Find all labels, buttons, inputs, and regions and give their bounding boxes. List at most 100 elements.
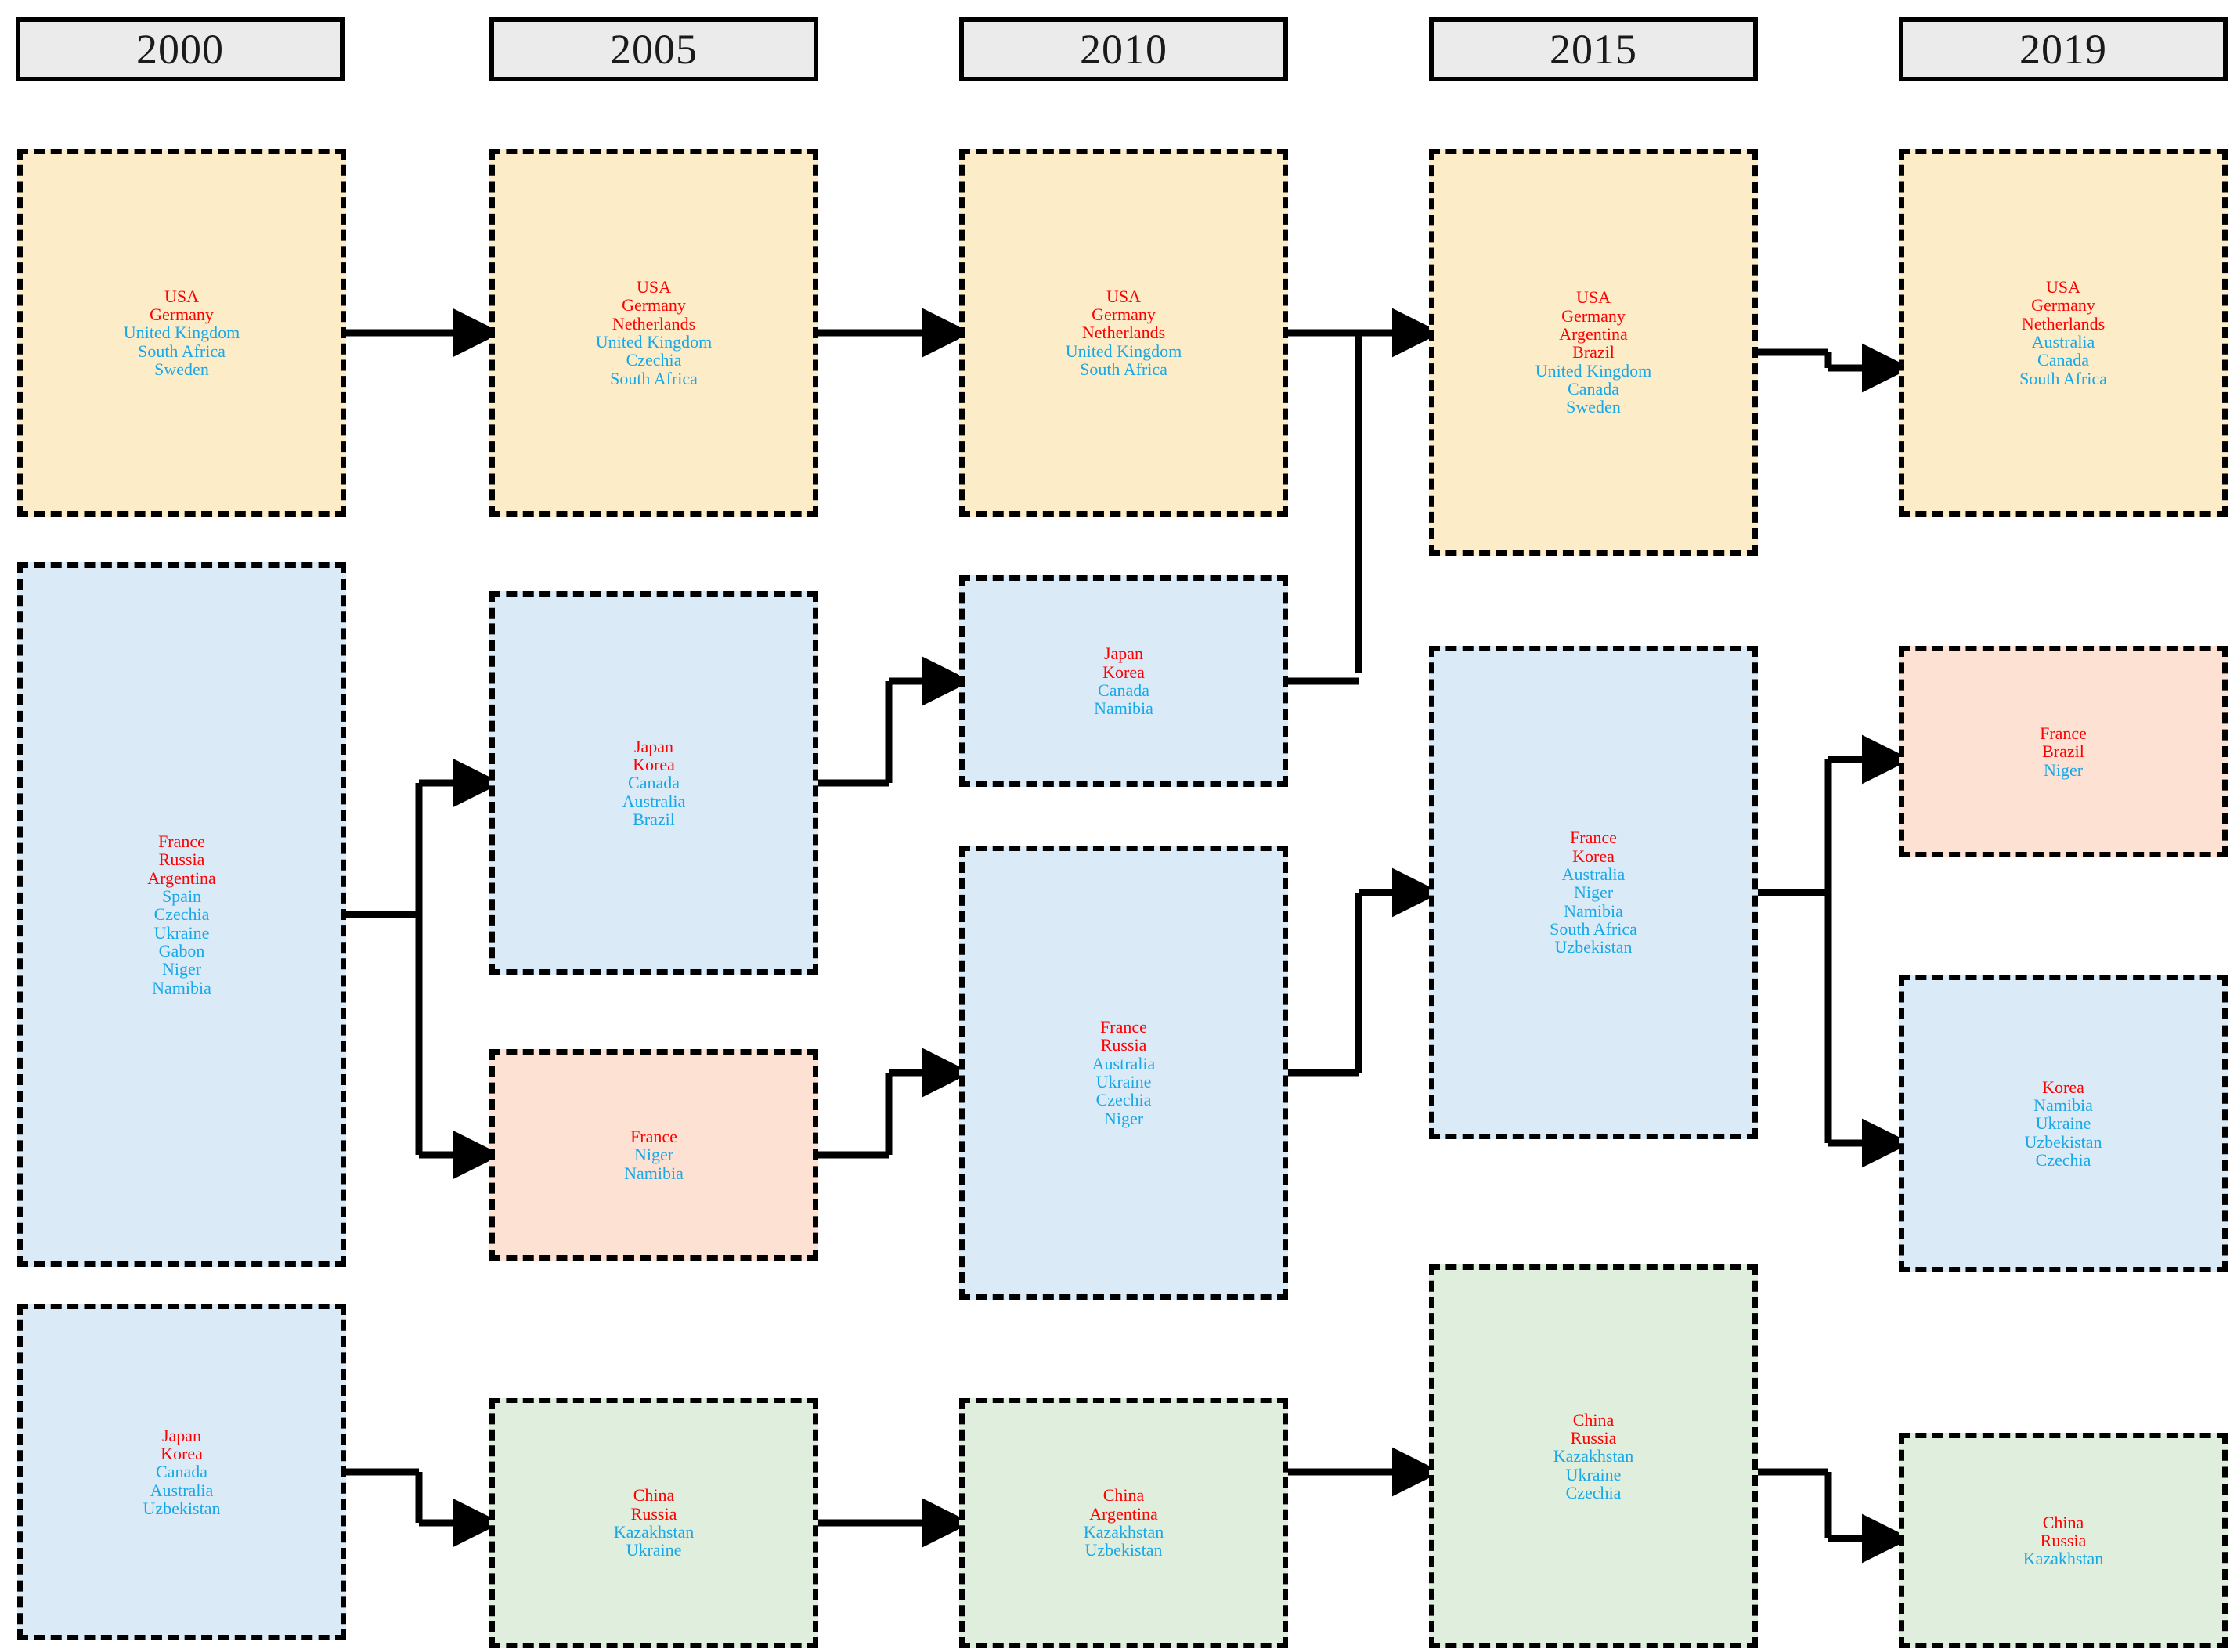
member-major: Russia — [630, 1503, 677, 1524]
member-minor: Czechia — [2035, 1149, 2091, 1170]
member-minor: United Kingdom — [1535, 360, 1652, 381]
member-major: Korea — [633, 755, 675, 775]
year-header-2005[interactable]: 2005 — [489, 17, 818, 81]
member-major: Germany — [2031, 295, 2095, 316]
member-major: Argentina — [147, 867, 216, 888]
member-minor: Canada — [2037, 350, 2089, 370]
member-minor: Kazakhstan — [1083, 1522, 1164, 1542]
year-header-label: 2019 — [2019, 26, 2107, 73]
member-minor: South Africa — [1550, 918, 1637, 939]
member-minor: Ukraine — [1095, 1072, 1152, 1091]
member-minor: Ukraine — [626, 1540, 682, 1560]
member-major: Netherlands — [1081, 323, 1166, 343]
member-minor: Namibia — [624, 1163, 684, 1183]
member-minor: Czechia — [153, 904, 210, 925]
member-major: Netherlands — [2021, 313, 2106, 334]
member-major: USA — [2045, 277, 2080, 298]
member-minor: Ukraine — [1565, 1464, 1622, 1484]
year-header-2000[interactable]: 2000 — [16, 17, 345, 81]
member-minor: Uzbekistan — [1554, 937, 1633, 958]
member-minor: Ukraine — [153, 922, 210, 943]
member-major: Germany — [622, 295, 686, 316]
member-major: France — [158, 831, 205, 852]
member-minor: South Africa — [138, 341, 226, 361]
member-major: China — [1102, 1485, 1145, 1506]
year-header-2015[interactable]: 2015 — [1429, 17, 1758, 81]
member-major: Korea — [1572, 846, 1615, 866]
member-minor: United Kingdom — [1065, 341, 1182, 361]
member-minor: Ukraine — [2035, 1113, 2091, 1134]
member-major: France — [1100, 1017, 1147, 1037]
member-minor: Namibia — [152, 977, 211, 997]
member-minor: Australia — [150, 1480, 214, 1500]
member-minor: Niger — [161, 959, 202, 979]
member-minor: Namibia — [1094, 698, 1153, 719]
member-minor: Kazakhstan — [1553, 1446, 1634, 1466]
member-minor: Brazil — [633, 809, 675, 829]
member-major: Germany — [1561, 305, 1626, 326]
member-minor: Niger — [633, 1145, 674, 1165]
member-minor: Namibia — [2033, 1095, 2093, 1116]
member-minor: Australia — [2031, 332, 2095, 352]
member-minor: Canada — [1568, 378, 1619, 399]
member-major: Netherlands — [612, 313, 696, 334]
member-minor: Uzbekistan — [1084, 1540, 1163, 1560]
member-major: Germany — [150, 305, 214, 325]
member-major: Japan — [161, 1425, 202, 1445]
member-minor: Canada — [156, 1462, 207, 1482]
member-minor: Uzbekistan — [2024, 1131, 2102, 1152]
member-minor: Kazakhstan — [2023, 1549, 2104, 1569]
member-minor: United Kingdom — [123, 323, 240, 343]
member-minor: Kazakhstan — [613, 1522, 695, 1542]
member-major: Korea — [1102, 662, 1145, 682]
member-minor: Niger — [1103, 1108, 1144, 1128]
member-major: USA — [1575, 287, 1611, 308]
member-minor: South Africa — [2019, 368, 2107, 388]
member-major: Russia — [158, 849, 205, 870]
member-minor: South Africa — [610, 368, 698, 388]
member-major: Japan — [1103, 644, 1144, 664]
member-major: Korea — [161, 1444, 203, 1464]
member-major: Argentina — [1559, 324, 1628, 344]
member-major: China — [1572, 1409, 1615, 1430]
year-header-label: 2015 — [1550, 26, 1637, 73]
year-header-2019[interactable]: 2019 — [1899, 17, 2228, 81]
member-major: China — [2042, 1512, 2084, 1532]
year-header-label: 2005 — [610, 26, 698, 73]
member-minor: Australia — [1561, 864, 1626, 885]
member-minor: Czechia — [1095, 1090, 1152, 1110]
member-minor: Namibia — [1564, 900, 1623, 921]
member-minor: Uzbekistan — [143, 1498, 221, 1518]
member-major: China — [633, 1485, 675, 1506]
member-major: Russia — [2040, 1530, 2087, 1550]
member-major: USA — [636, 277, 671, 298]
year-header-2010[interactable]: 2010 — [959, 17, 1288, 81]
member-major: Japan — [633, 736, 674, 756]
member-major: France — [630, 1127, 677, 1147]
member-minor: United Kingdom — [595, 332, 713, 352]
member-major: France — [2040, 723, 2087, 744]
member-major: Brazil — [2042, 741, 2084, 762]
member-major: USA — [1106, 286, 1141, 306]
member-minor: Niger — [2043, 759, 2084, 780]
member-major: USA — [164, 286, 199, 306]
